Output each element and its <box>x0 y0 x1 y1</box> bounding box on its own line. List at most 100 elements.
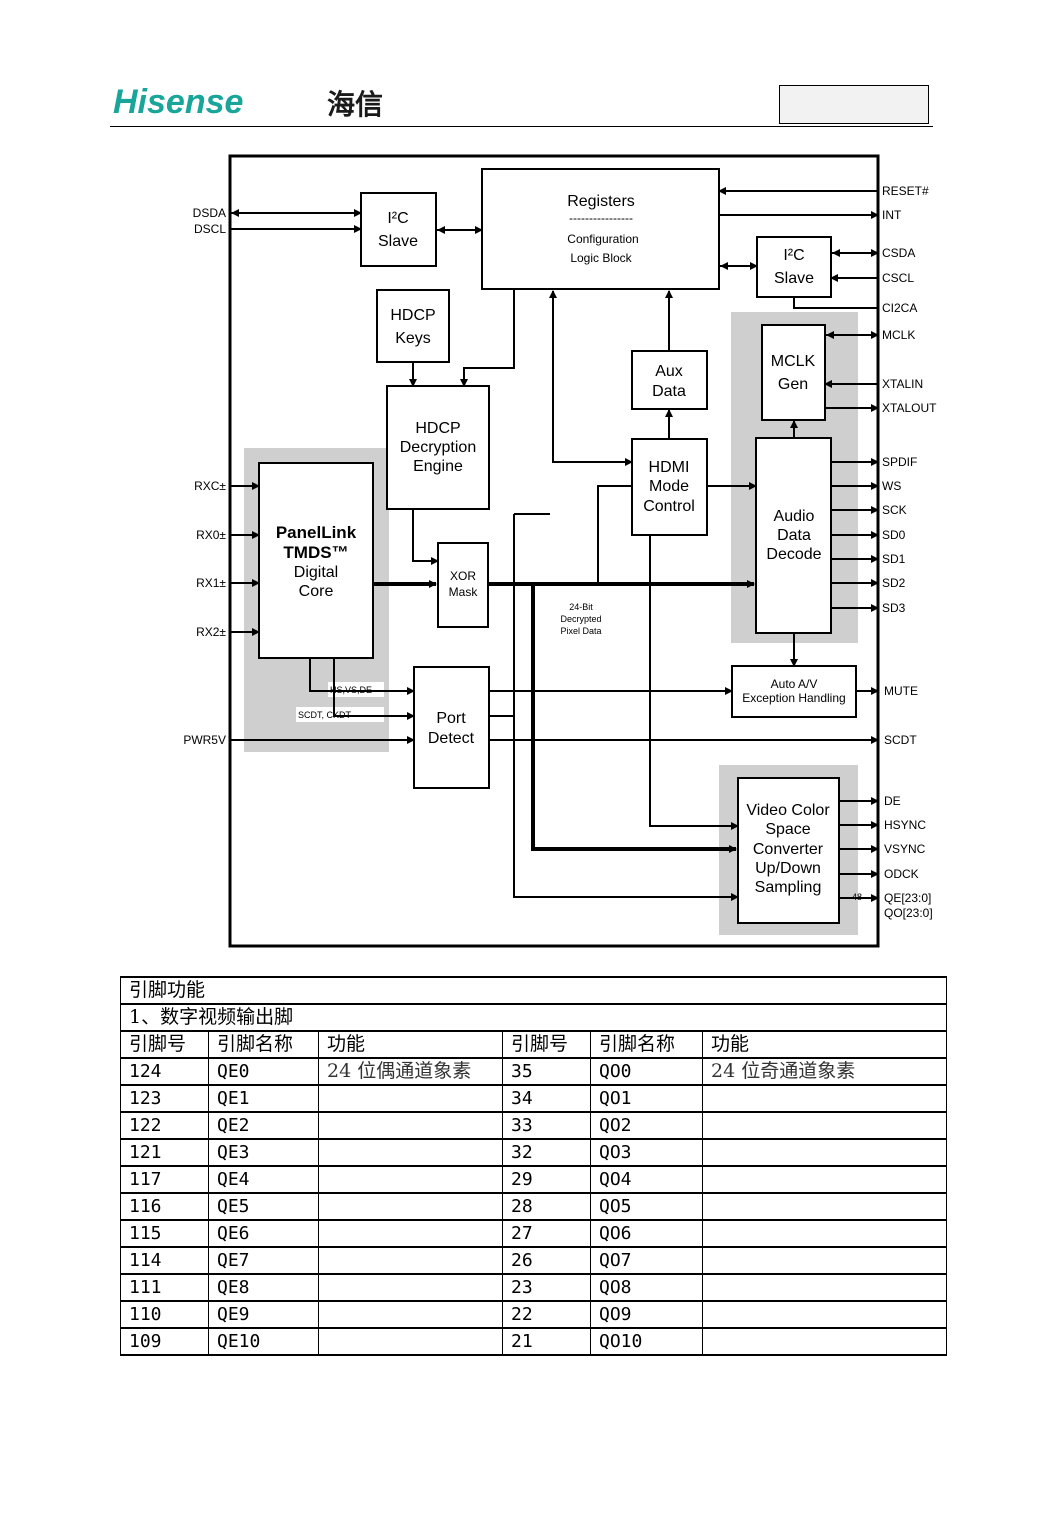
pin-vsync: VSYNC <box>884 842 926 856</box>
panellink-line3: Digital <box>294 564 338 581</box>
hdcp-engine-block <box>386 385 490 510</box>
pin-function-odd: 24 位奇通道象素 <box>701 1057 948 1086</box>
pin-name: QE10 <box>208 1327 319 1356</box>
pin-number-odd: 28 <box>502 1192 591 1221</box>
pin-pwr5v: PWR5V <box>183 733 226 747</box>
header-divider <box>110 126 933 127</box>
panellink-line2: TMDS™ <box>283 543 348 562</box>
pin-qe: QE[23:0] <box>884 891 931 905</box>
pin-name-odd: QO5 <box>590 1192 703 1221</box>
auto-av-block <box>731 665 857 718</box>
pin-name-odd: QO6 <box>590 1219 703 1248</box>
scdt-ckdt-label: SCDT, CKDT <box>298 710 352 720</box>
pin-sd3: SD3 <box>882 601 906 615</box>
pin-sck: SCK <box>882 503 907 517</box>
pin-mclk: MCLK <box>882 328 915 342</box>
pin-xtalin: XTALIN <box>882 377 923 391</box>
pin-function-odd <box>701 1192 948 1221</box>
aux-data-block <box>631 350 708 410</box>
pin-function <box>318 1273 503 1302</box>
pin-function <box>318 1219 503 1248</box>
i2c-slave-left-line1: I²C <box>387 210 408 227</box>
pin-number: 116 <box>120 1192 209 1221</box>
registers-line1: Registers <box>567 193 635 210</box>
pin-function <box>318 1084 503 1113</box>
pin-function-odd <box>701 1111 948 1140</box>
pin-function-odd <box>701 1327 948 1356</box>
header-pin-name-2: 引脚名称 <box>590 1030 703 1059</box>
pin-sd0: SD0 <box>882 528 906 542</box>
brand-latin: Hisense <box>113 84 243 120</box>
pin-number-odd: 35 <box>502 1057 591 1086</box>
i2c-slave-left-block <box>360 192 437 267</box>
pin-name: QE3 <box>208 1138 319 1167</box>
hdcp-keys-line1: HDCP <box>390 307 435 324</box>
pin-number-odd: 33 <box>502 1111 591 1140</box>
pin-number: 115 <box>120 1219 209 1248</box>
decrypted-label-line3: Pixel Data <box>560 626 601 636</box>
pin-ci2ca: CI2CA <box>882 301 917 315</box>
pin-xtalout: XTALOUT <box>882 401 937 415</box>
pin-function <box>318 1111 503 1140</box>
aux-data-line2: Data <box>652 383 686 400</box>
pin-function <box>318 1300 503 1329</box>
header-pin-number-2: 引脚号 <box>502 1030 591 1059</box>
pin-hsync: HSYNC <box>884 818 926 832</box>
i2c-slave-right-line2: Slave <box>774 270 814 287</box>
pin-number-odd: 21 <box>502 1327 591 1356</box>
mclk-gen-block <box>761 324 826 421</box>
hdcp-keys-block <box>376 289 450 363</box>
header-function: 功能 <box>318 1030 503 1059</box>
block-diagram: I²C Slave Registers ---------------- Con… <box>183 154 937 948</box>
pin-number: 109 <box>120 1327 209 1356</box>
pin-number: 121 <box>120 1138 209 1167</box>
pin-function <box>318 1165 503 1194</box>
pin-number-odd: 34 <box>502 1084 591 1113</box>
pin-function <box>318 1327 503 1356</box>
pin-function <box>318 1246 503 1275</box>
pin-mute: MUTE <box>884 684 918 698</box>
pin-number-odd: 29 <box>502 1165 591 1194</box>
pin-int: INT <box>882 208 902 222</box>
pin-sd1: SD1 <box>882 552 906 566</box>
pin-name-odd: QO4 <box>590 1165 703 1194</box>
pin-number: 114 <box>120 1246 209 1275</box>
pin-function-odd <box>701 1273 948 1302</box>
pin-name: QE2 <box>208 1111 319 1140</box>
table-subtitle: 1、数字视频输出脚 <box>119 1003 948 1032</box>
audio-decode-line3: Decode <box>766 546 821 563</box>
panellink-line4: Core <box>299 583 334 600</box>
panellink-block <box>258 462 374 659</box>
hdcp-engine-line3: Engine <box>413 458 463 475</box>
port-detect-line1: Port <box>436 710 466 727</box>
pin-reset: RESET# <box>882 184 929 198</box>
pin-function-odd <box>701 1165 948 1194</box>
pin-name-odd: QO3 <box>590 1138 703 1167</box>
pin-function-odd <box>701 1138 948 1167</box>
panellink-line1: PanelLink <box>276 523 357 542</box>
i2c-slave-right-block <box>756 236 832 298</box>
pin-rxc: RXC± <box>194 479 226 493</box>
mclk-gen-line2: Gen <box>778 376 808 393</box>
video-csc-line3: Converter <box>753 841 824 858</box>
pin-number-odd: 27 <box>502 1219 591 1248</box>
pin-csda: CSDA <box>882 246 915 260</box>
registers-block <box>481 168 720 290</box>
pin-number: 122 <box>120 1111 209 1140</box>
pin-odck: ODCK <box>884 867 919 881</box>
pin-name: QE6 <box>208 1219 319 1248</box>
audio-decode-line2: Data <box>777 527 811 544</box>
pin-function-table: 引脚功能 1、数字视频输出脚 引脚号 引脚名称 功能 引脚号 引脚名称 功能 1… <box>119 976 948 1356</box>
pin-name-odd: QO2 <box>590 1111 703 1140</box>
pin-rx0: RX0± <box>196 528 226 542</box>
pin-dsda: DSDA <box>193 206 226 220</box>
hdmi-mode-line1: HDMI <box>649 459 690 476</box>
pin-number-odd: 32 <box>502 1138 591 1167</box>
pin-number: 117 <box>120 1165 209 1194</box>
brand-cjk: 海信 <box>327 88 383 120</box>
